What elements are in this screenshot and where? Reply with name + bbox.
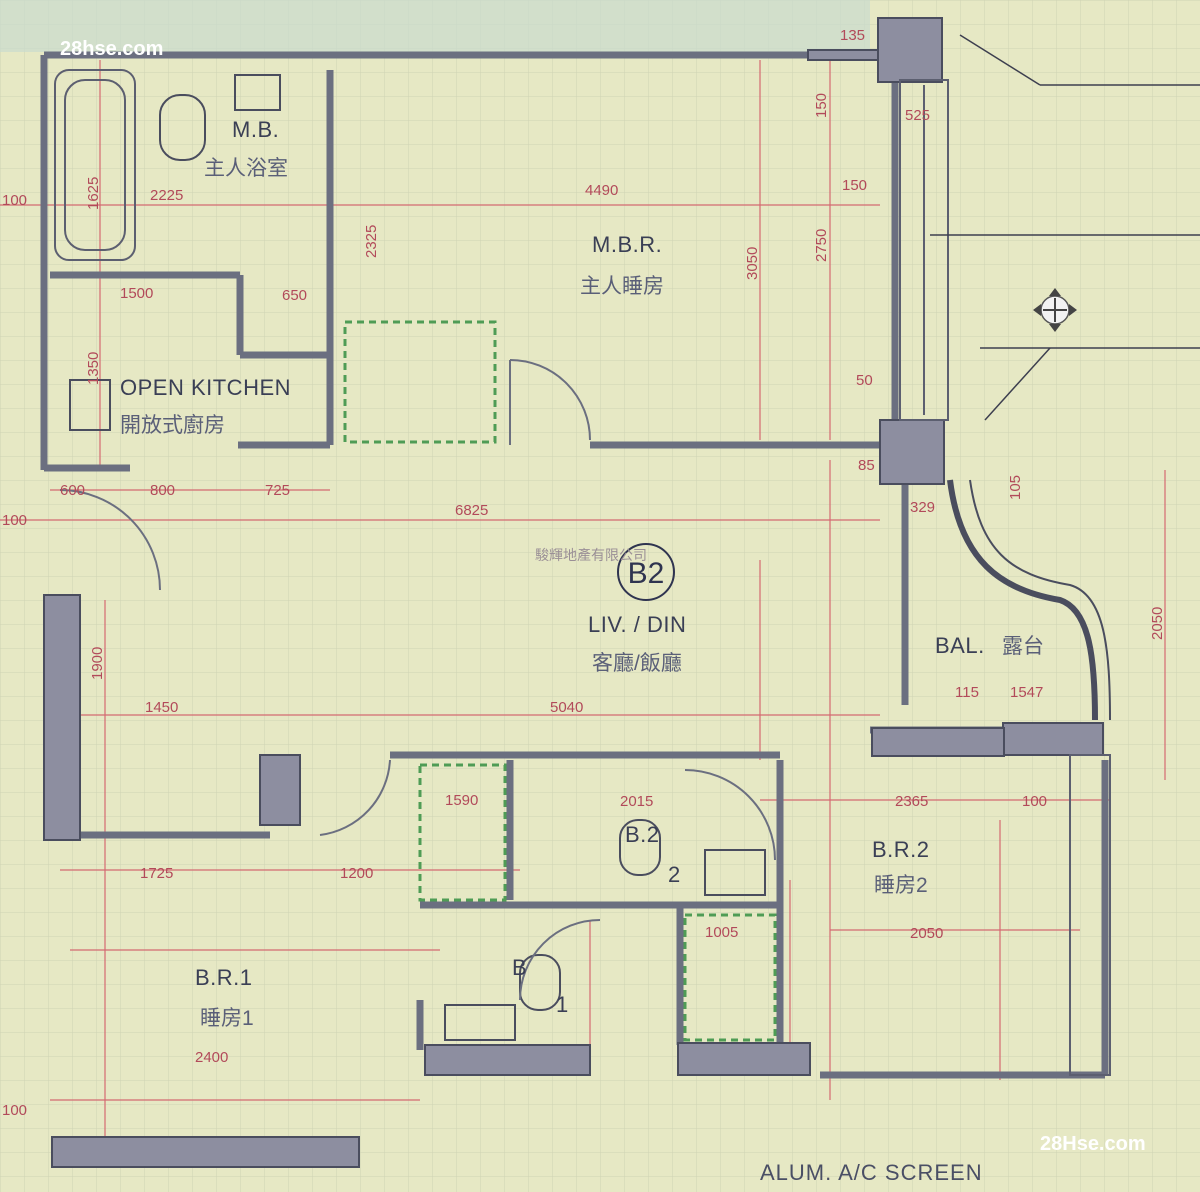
- room-br1-zh: 睡房1: [200, 1007, 254, 1030]
- dim-600: 600: [60, 482, 85, 499]
- room-mb-zh: 主人浴室: [204, 157, 288, 180]
- dim-105: 105: [1007, 475, 1024, 500]
- room-br1-en: B.R.1: [195, 965, 253, 990]
- dim-1900: 1900: [89, 647, 106, 680]
- dim-1450: 1450: [145, 699, 178, 716]
- dim-5040: 5040: [550, 699, 583, 716]
- dim-650: 650: [282, 287, 307, 304]
- plan-code: B2: [628, 557, 665, 590]
- dim-100a: 100: [2, 192, 27, 209]
- room-mbr-en: M.B.R.: [592, 232, 662, 257]
- dim-85: 85: [858, 457, 875, 474]
- dim-2050a: 2050: [910, 925, 943, 942]
- dim-1625: 1625: [85, 177, 102, 210]
- dim-1350: 1350: [85, 352, 102, 385]
- watermark-bottom: 28Hse.com: [1040, 1133, 1146, 1155]
- corridor-strip: [0, 0, 870, 52]
- dimension-lines: [0, 60, 1166, 1150]
- room-bal-zh: 露台: [1002, 635, 1044, 658]
- dim-1005: 1005: [705, 924, 738, 941]
- room-bal-en: BAL.: [935, 633, 985, 658]
- leader-lines: [930, 34, 1200, 421]
- windows: [54, 69, 1111, 1076]
- room-kitchen-zh: 開放式廚房: [120, 414, 225, 437]
- dim-135: 135: [840, 27, 865, 44]
- dim-525: 525: [905, 107, 930, 124]
- dim-150a: 150: [842, 177, 867, 194]
- dim-4490: 4490: [585, 182, 618, 199]
- dim-1547: 1547: [1010, 684, 1043, 701]
- room-mb-en: M.B.: [232, 117, 279, 142]
- room-b2-en: B.2: [625, 822, 660, 847]
- dim-2750: 2750: [813, 229, 830, 262]
- dim-2400: 2400: [195, 1049, 228, 1066]
- dim-1590: 1590: [445, 792, 478, 809]
- dim-3050: 3050: [744, 247, 761, 280]
- room-b1-en: B: [512, 955, 527, 980]
- move-cursor-icon: [1033, 288, 1077, 332]
- dim-2365: 2365: [895, 793, 928, 810]
- dim-100d: 100: [1022, 793, 1047, 810]
- fixtures: [59, 74, 1111, 1041]
- dim-2015: 2015: [620, 793, 653, 810]
- room-b1-zh: 1: [556, 992, 569, 1017]
- dim-100c: 100: [2, 1102, 27, 1119]
- room-br2-en: B.R.2: [872, 837, 930, 862]
- dim-115: 115: [955, 684, 979, 701]
- dim-725: 725: [265, 482, 290, 499]
- dim-1500: 1500: [120, 285, 153, 302]
- dim-800: 800: [150, 482, 175, 499]
- dim-2225: 2225: [150, 187, 183, 204]
- room-kitchen-en: OPEN KITCHEN: [120, 375, 291, 400]
- room-liv-en: LIV. / DIN: [588, 612, 686, 637]
- dim-329: 329: [910, 499, 935, 516]
- room-liv-zh: 客廳/飯廳: [592, 652, 682, 675]
- room-br2-zh: 睡房2: [874, 874, 928, 897]
- agent-name: 駿輝地產有限公司: [535, 547, 647, 563]
- plan-code-circle: [617, 543, 675, 601]
- dim-1725: 1725: [140, 865, 173, 882]
- dim-150b: 150: [813, 93, 830, 118]
- watermark-top: 28hse.com: [60, 38, 163, 60]
- dim-100b: 100: [2, 512, 27, 529]
- dim-1200: 1200: [340, 865, 373, 882]
- room-mbr-zh: 主人睡房: [580, 275, 664, 298]
- room-b2-zh: 2: [668, 862, 681, 887]
- wardrobes: [343, 320, 777, 1042]
- dim-6825: 6825: [455, 502, 488, 519]
- wall-blocks: [43, 17, 1104, 1168]
- walls: [40, 51, 1109, 1079]
- screen-label: ALUM. A/C SCREEN: [760, 1160, 983, 1185]
- dim-2050b: 2050: [1149, 607, 1166, 640]
- dim-2325: 2325: [363, 225, 380, 258]
- dim-50: 50: [856, 372, 873, 389]
